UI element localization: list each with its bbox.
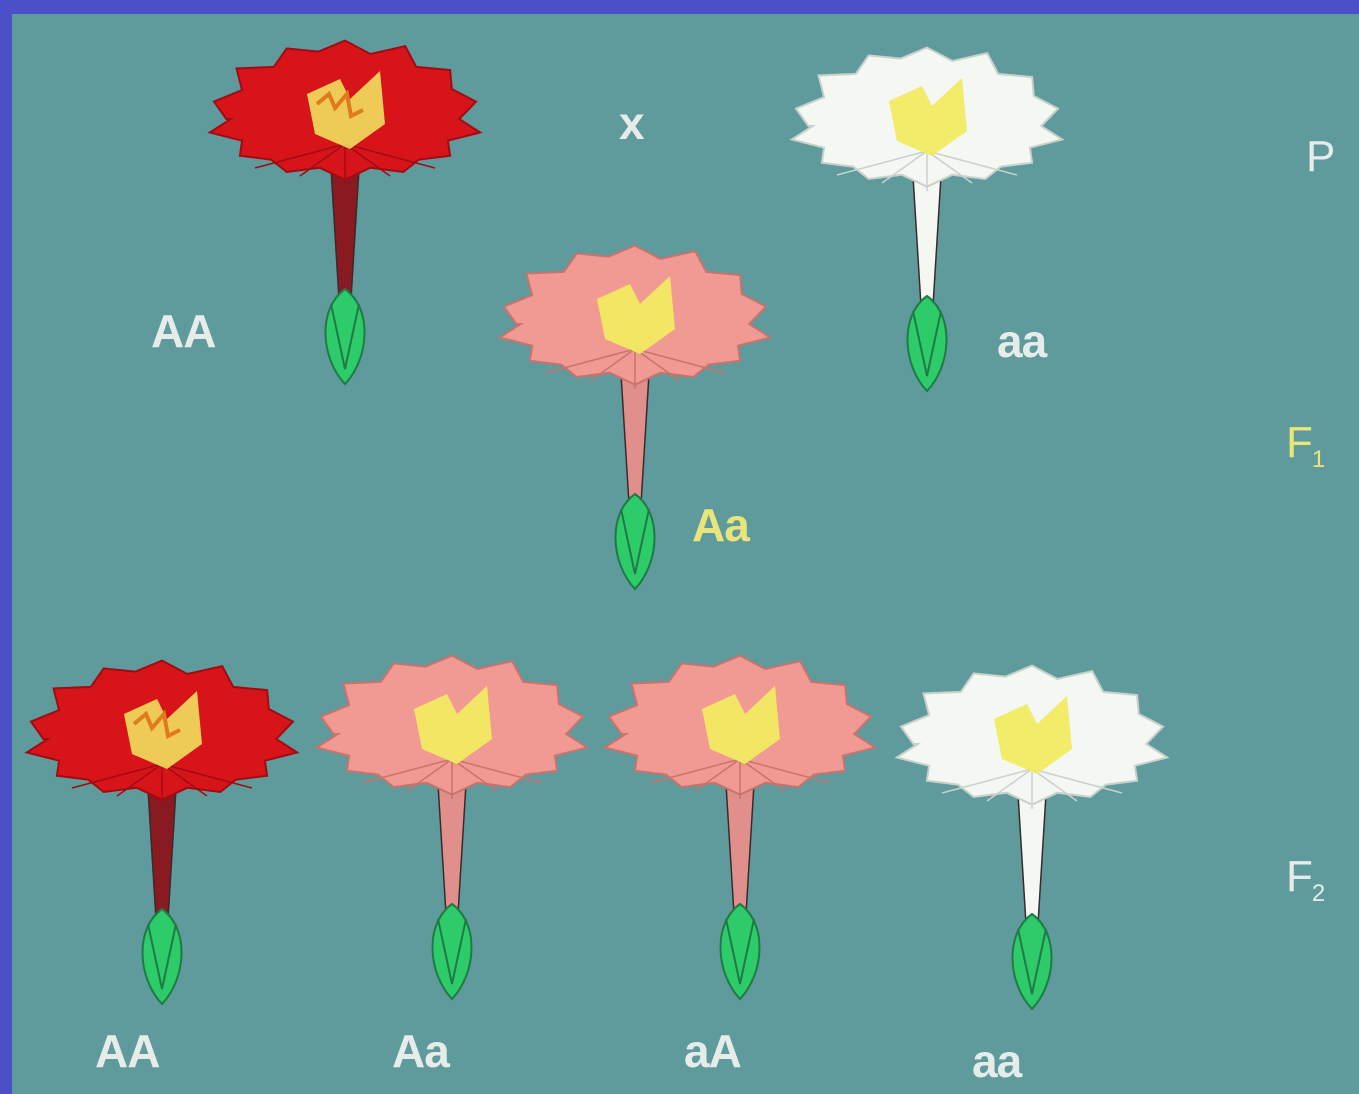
generation-label-f2-base: F [1286, 852, 1312, 901]
generation-label-f1-sub: 1 [1312, 446, 1324, 473]
flower-red [27, 661, 297, 1004]
parent-genotype-label: aa [997, 314, 1046, 368]
f2-genotype-label: AA [95, 1024, 159, 1078]
flower-pink [605, 656, 875, 999]
flower-cross-scene [12, 14, 1359, 1094]
flower-red [210, 41, 480, 384]
flower-pink [317, 656, 587, 999]
parent-genotype-label: AA [151, 304, 215, 358]
f2-genotype-label: aA [684, 1024, 741, 1078]
cross-symbol: x [619, 96, 644, 150]
generation-label-f1: F1 [1286, 418, 1324, 474]
f1-genotype-label: Aa [692, 498, 749, 552]
generation-label-f2-sub: 2 [1312, 880, 1324, 907]
f2-genotype-label: Aa [392, 1024, 449, 1078]
generation-label-p: P [1306, 132, 1334, 182]
f2-genotype-label: aa [972, 1034, 1021, 1088]
generation-label-f2: F2 [1286, 852, 1324, 908]
diagram-panel: x P F1 F2 AA aa Aa AA Aa aA aa [12, 14, 1359, 1094]
generation-label-f1-base: F [1286, 418, 1312, 467]
flower-white [897, 666, 1167, 1009]
